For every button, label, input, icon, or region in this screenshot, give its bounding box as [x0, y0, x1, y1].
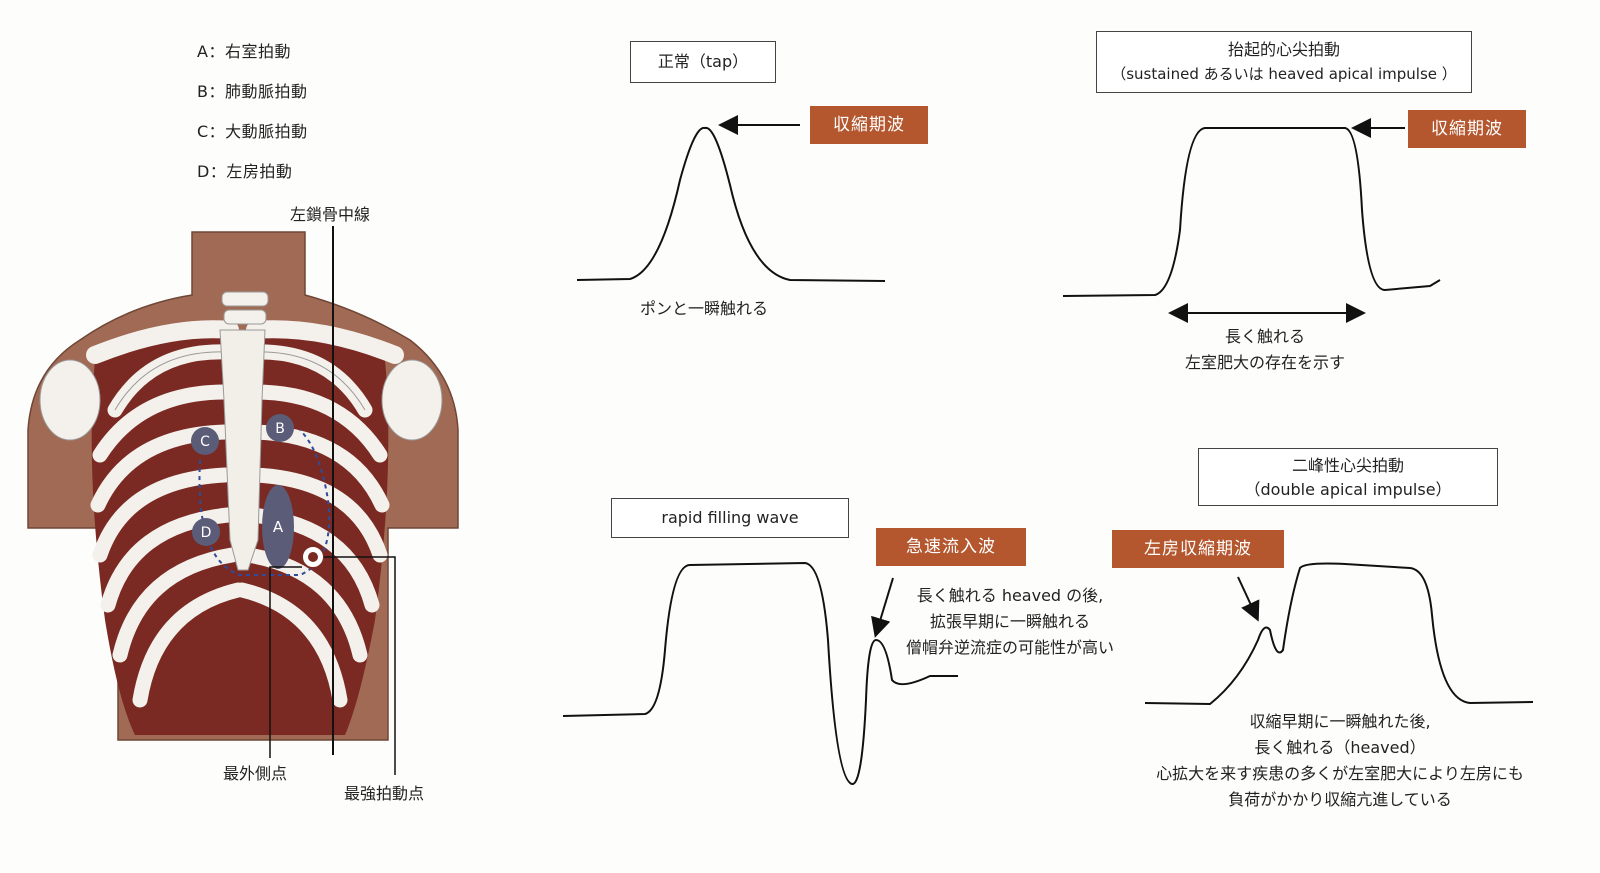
legend-item-a: A：右室拍動 [197, 42, 291, 61]
rapid-title-box: rapid filling wave [611, 498, 849, 538]
marker-b [266, 414, 294, 442]
chest-illustration: A B C D [27, 226, 459, 775]
legend-item-c: C：大動脈拍動 [197, 122, 308, 141]
rapid-caption-line2: 拡張早期に一瞬触れる [929, 612, 1090, 631]
pmi-leader [324, 556, 396, 775]
normal-caption: ポンと一瞬触れる [640, 299, 769, 318]
sustained-title: 抬起的心尖拍動 [1227, 40, 1340, 59]
sustained-subtitle: （sustained あるいは heaved apical impulse ） [1111, 65, 1457, 83]
lateral-point-label: 最外側点 [223, 764, 288, 783]
marker-b-label: B [275, 421, 285, 437]
rapid-caption: 長く触れる heaved の後, 拡張早期に一瞬触れる 僧帽弁逆流症の可能性が高… [895, 583, 1125, 661]
marker-d-label: D [201, 525, 212, 541]
rapid-caption-line1: 長く触れる heaved の後, [916, 586, 1104, 605]
double-tag: 左房収縮期波 [1112, 530, 1284, 568]
sustained-caption-line1: 長く触れる [1224, 327, 1305, 346]
legend-item-b: B：肺動脈拍動 [197, 82, 308, 101]
waveform-rapid [562, 561, 958, 785]
waveform-sustained [1062, 127, 1441, 297]
waveform-normal [576, 126, 886, 282]
legend-item-d: D：左房拍動 [197, 162, 293, 181]
sustained-title-box: 抬起的心尖拍動 （sustained あるいは heaved apical im… [1096, 31, 1472, 93]
waveform-double [1144, 562, 1534, 706]
rapid-caption-line3: 僧帽弁逆流症の可能性が高い [905, 638, 1114, 657]
double-title-box: 二峰性心尖拍動 （double apical impulse） [1198, 448, 1498, 506]
marker-a-label: A [273, 518, 284, 536]
rapid-title: rapid filling wave [661, 508, 799, 527]
normal-tag: 収縮期波 [810, 106, 928, 144]
double-caption-line1: 収縮早期に一瞬触れた後, [1249, 712, 1431, 731]
sustained-caption-line2: 左室肥大の存在を示す [1184, 353, 1345, 372]
arrow-double [1237, 576, 1260, 622]
normal-title: 正常（tap） [657, 52, 749, 71]
midclavicular-label: 左鎖骨中線 [290, 205, 371, 224]
marker-c-label: C [200, 434, 210, 450]
double-caption-line3: 心拡大を来す疾患の多くが左室肥大により左房にも [1156, 764, 1524, 783]
normal-title-box: 正常（tap） [630, 41, 776, 83]
rapid-tag: 急速流入波 [876, 528, 1026, 566]
double-caption-line4: 負荷がかかり収縮亢進している [1228, 790, 1452, 809]
arrow-rapid [871, 577, 894, 638]
pmi-label: 最強拍動点 [344, 784, 425, 803]
double-title: 二峰性心尖拍動 [1291, 456, 1404, 475]
marker-d [192, 518, 220, 546]
marker-c [191, 427, 219, 455]
marker-a [262, 485, 294, 569]
lateral-point-leader [269, 566, 302, 758]
double-caption: 収縮早期に一瞬触れた後, 長く触れる（heaved） 心拡大を来す疾患の多くが左… [1140, 709, 1540, 813]
sustained-tag: 収縮期波 [1408, 110, 1526, 148]
double-subtitle: （double apical impulse） [1244, 480, 1452, 499]
double-caption-line2: 長く触れる（heaved） [1254, 738, 1426, 757]
sustained-caption: 長く触れる 左室肥大の存在を示す [1160, 324, 1370, 376]
